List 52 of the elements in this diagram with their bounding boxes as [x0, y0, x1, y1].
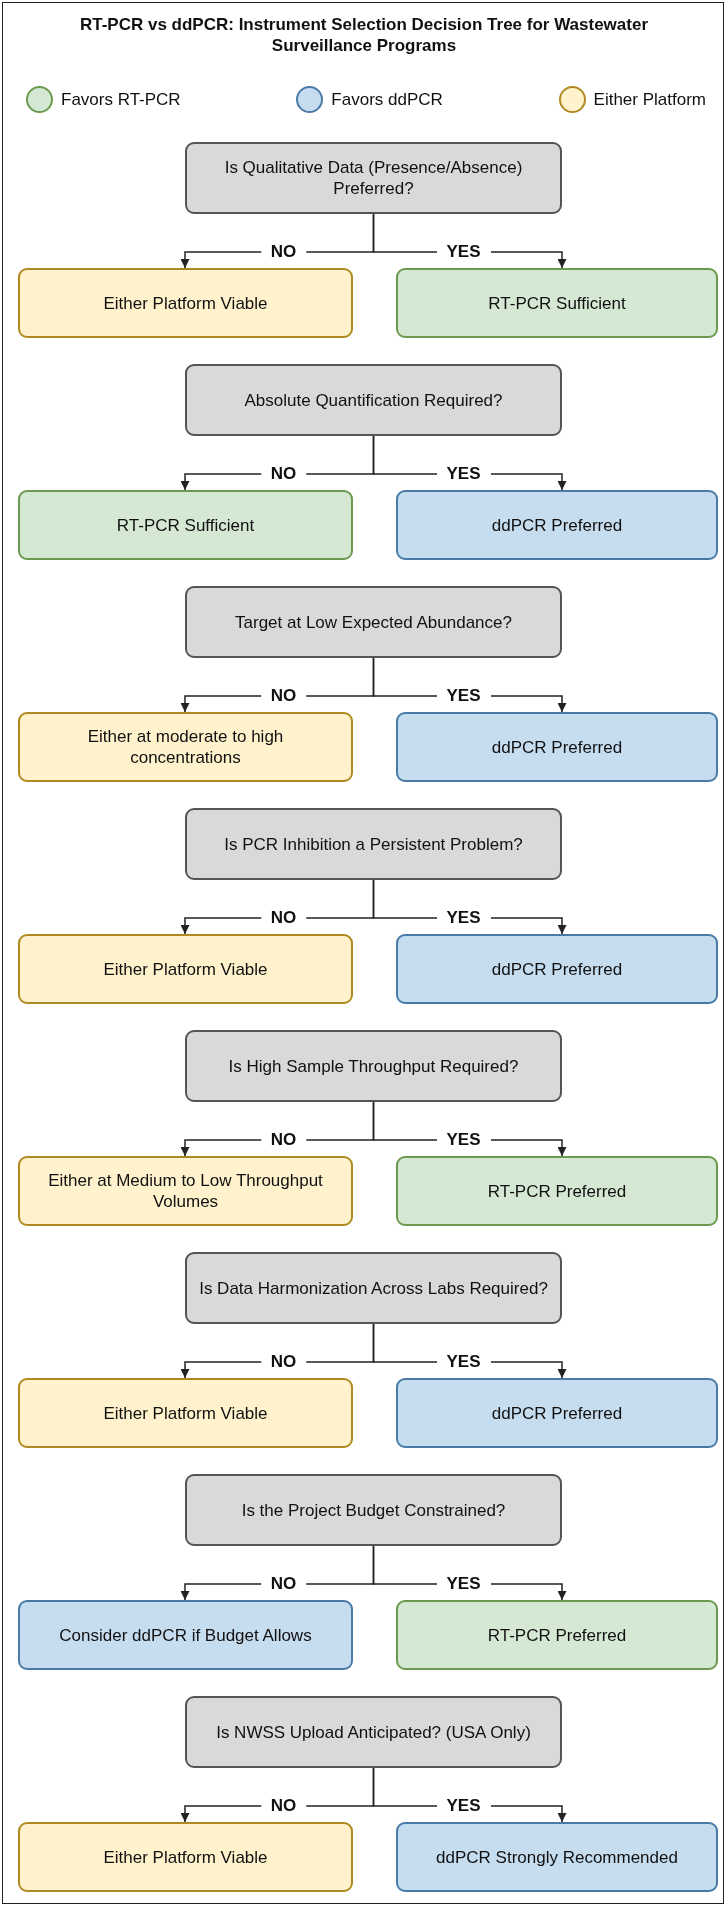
box-text: Either Platform Viable [103, 292, 268, 314]
box-text: Either at moderate to high concentrations [86, 726, 285, 768]
box-text: RT-PCR Sufficient [488, 292, 626, 314]
outcome-box [18, 1822, 353, 1892]
box-text: RT-PCR Preferred [487, 1624, 627, 1646]
box-text: Either at Medium to Low Throughput Volumes [47, 1170, 324, 1212]
outcome-box [18, 490, 353, 560]
decision-box [185, 1030, 562, 1102]
decision-box [185, 1696, 562, 1768]
box-text: Either Platform Viable [103, 958, 268, 980]
box-text: Is High Sample Throughput Required? [228, 1055, 519, 1077]
outcome-box [18, 1378, 353, 1448]
outcome-box [396, 1822, 718, 1892]
box-text: Is Qualitative Data (Presence/Absence) Preferred? [223, 157, 524, 199]
decision-box [185, 1252, 562, 1324]
box-text: Either Platform Viable [103, 1846, 268, 1868]
box-text: ddPCR Preferred [491, 514, 623, 536]
box-text: Is the Project Budget Constrained? [241, 1499, 506, 1521]
outcome-box [18, 934, 353, 1004]
outcome-box [396, 712, 718, 782]
box-text: Consider ddPCR if Budget Allows [59, 1624, 312, 1646]
outcome-box [396, 1156, 718, 1226]
box-text: RT-PCR Sufficient [116, 514, 255, 536]
legend-label: Either Platform [593, 89, 706, 110]
box-text: ddPCR Preferred [491, 1402, 623, 1424]
diagram-title: RT-PCR vs ddPCR: Instrument Selection Decision Tree for Wastewater Surveillance Programs [78, 14, 650, 56]
outcome-box [396, 268, 718, 338]
outcome-box [18, 268, 353, 338]
legend-label: Favors RT-PCR [61, 89, 181, 110]
box-text: Absolute Quantification Required? [244, 389, 503, 411]
decision-box [185, 364, 562, 436]
box-text: Is Data Harmonization Across Labs Required? [199, 1277, 548, 1299]
decision-box [185, 1474, 562, 1546]
decision-box [185, 586, 562, 658]
box-text: ddPCR Strongly Recommended [436, 1846, 678, 1868]
outcome-box [396, 1600, 718, 1670]
box-text: Is PCR Inhibition a Persistent Problem? [224, 833, 523, 855]
decision-box [185, 808, 562, 880]
box-text: ddPCR Preferred [491, 958, 623, 980]
legend-label: Favors ddPCR [331, 89, 443, 110]
box-text: Either Platform Viable [103, 1402, 268, 1424]
outcome-box [18, 1156, 353, 1226]
decision-box [185, 142, 562, 214]
box-text: Is NWSS Upload Anticipated? (USA Only) [216, 1721, 531, 1743]
box-text: Target at Low Expected Abundance? [235, 611, 512, 633]
outcome-box [396, 1378, 718, 1448]
outcome-box [396, 934, 718, 1004]
box-text: RT-PCR Preferred [487, 1180, 627, 1202]
outcome-box [18, 712, 353, 782]
outcome-box [18, 1600, 353, 1670]
box-text: ddPCR Preferred [491, 736, 623, 758]
outcome-box [396, 490, 718, 560]
